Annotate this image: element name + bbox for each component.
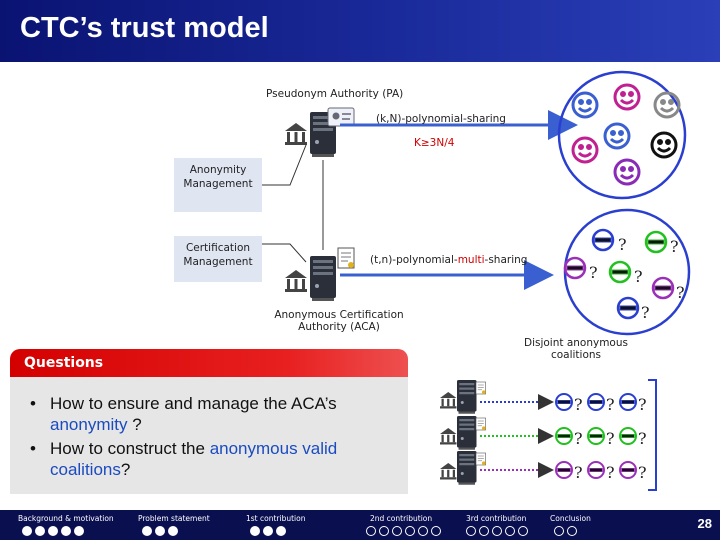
smiley-icon xyxy=(571,83,681,186)
aca-server-icon xyxy=(310,256,336,301)
aca-bank-icon xyxy=(285,270,307,292)
nav-contribution-2[interactable]: 2nd contribution xyxy=(370,514,433,523)
trust-model-diagram: ? ? ? ? ? ? ? ? ? ? ? ? ? xyxy=(262,70,691,491)
svg-text:?: ? xyxy=(670,237,679,256)
pa-condition-label: K≥3N/4 xyxy=(414,137,455,149)
coalition-row: ? ? ? xyxy=(440,416,647,450)
coalition-row: ? ? ? xyxy=(440,451,647,485)
nav-dot[interactable] xyxy=(554,526,564,536)
nav-dot[interactable] xyxy=(61,526,71,536)
nav-dot[interactable] xyxy=(263,526,273,536)
certification-management-box: Certification Management xyxy=(174,236,262,282)
certification-management-label: Certification Management xyxy=(183,242,253,268)
pa-id-card-icon xyxy=(327,107,355,127)
aca-sharing-label: (t,n)-polynomial-multi-sharing xyxy=(370,254,528,266)
nav-dot[interactable] xyxy=(250,526,260,536)
coalition-row: ? ? ? xyxy=(440,380,647,414)
nav-dot[interactable] xyxy=(492,526,502,536)
question-mark-icon: ? ? ? ? ? ? xyxy=(589,235,685,322)
svg-text:?: ? xyxy=(638,463,647,482)
pa-label: Pseudonym Authority (PA) xyxy=(266,88,404,100)
anonymity-connector xyxy=(262,144,307,186)
nav-conclusion[interactable]: Conclusion xyxy=(550,514,591,523)
coalitions-bracket xyxy=(648,379,657,491)
slide-title: CTC’s trust model xyxy=(20,12,269,44)
svg-text:?: ? xyxy=(574,463,583,482)
svg-text:?: ? xyxy=(606,395,615,414)
nav-dot[interactable] xyxy=(518,526,528,536)
svg-text:?: ? xyxy=(606,429,615,448)
questions-header: Questions xyxy=(10,349,408,377)
nav-dot[interactable] xyxy=(22,526,32,536)
nav-dot[interactable] xyxy=(366,526,376,536)
nav-dot[interactable] xyxy=(276,526,286,536)
nav-dot[interactable] xyxy=(379,526,389,536)
nav-problem[interactable]: Problem statement xyxy=(138,514,210,523)
svg-text:?: ? xyxy=(634,267,643,286)
nav-background[interactable]: Background & motivation xyxy=(18,514,114,523)
svg-text:?: ? xyxy=(589,263,598,282)
nav-dot[interactable] xyxy=(48,526,58,536)
pa-sharing-label: (k,N)-polynomial-sharing xyxy=(376,113,506,125)
svg-text:?: ? xyxy=(638,429,647,448)
svg-text:?: ? xyxy=(574,395,583,414)
aca-certificate-icon xyxy=(337,247,355,269)
nav-dots-contribution-1 xyxy=(250,526,286,538)
anonymity-management-label: Anonymity Management xyxy=(183,164,253,190)
nav-dot[interactable] xyxy=(74,526,84,536)
nav-dot[interactable] xyxy=(466,526,476,536)
nav-dot[interactable] xyxy=(431,526,441,536)
nav-dot[interactable] xyxy=(168,526,178,536)
svg-text:?: ? xyxy=(676,283,685,302)
questions-panel: How to ensure and manage the ACA’s anony… xyxy=(10,377,408,494)
nav-dot[interactable] xyxy=(142,526,152,536)
nav-dot[interactable] xyxy=(479,526,489,536)
anonymity-management-box: Anonymity Management xyxy=(174,158,262,212)
question-item: How to ensure and manage the ACA’s anony… xyxy=(28,393,398,435)
svg-text:?: ? xyxy=(574,429,583,448)
nav-dots-conclusion xyxy=(554,526,577,538)
nav-contribution-3[interactable]: 3rd contribution xyxy=(466,514,527,523)
svg-text:?: ? xyxy=(638,395,647,414)
pa-bank-icon xyxy=(285,123,307,145)
svg-text:?: ? xyxy=(618,235,627,254)
question-item: How to construct the anonymous valid coa… xyxy=(28,438,398,480)
nav-dot[interactable] xyxy=(418,526,428,536)
nav-dots-problem xyxy=(142,526,178,538)
nav-dot[interactable] xyxy=(155,526,165,536)
questions-title: Questions xyxy=(24,355,104,371)
coalitions-label: Disjoint anonymous coalitions xyxy=(523,337,628,361)
nav-contribution-1[interactable]: 1st contribution xyxy=(246,514,306,523)
nav-dots-contribution-2 xyxy=(366,526,441,538)
nav-dot[interactable] xyxy=(505,526,515,536)
certification-connector xyxy=(262,243,307,263)
nav-dot[interactable] xyxy=(567,526,577,536)
page-number: 28 xyxy=(697,516,712,531)
footer-navigation: Background & motivation Problem statemen… xyxy=(0,510,720,540)
nav-dot[interactable] xyxy=(35,526,45,536)
svg-text:?: ? xyxy=(606,463,615,482)
nav-dot[interactable] xyxy=(405,526,415,536)
nav-dots-contribution-3 xyxy=(466,526,528,538)
svg-text:?: ? xyxy=(641,303,650,322)
nav-dot[interactable] xyxy=(392,526,402,536)
aca-label: Anonymous Certification Authority (ACA) xyxy=(274,309,404,333)
nav-dots-background xyxy=(22,526,84,538)
title-bar: CTC’s trust model xyxy=(0,0,720,62)
user-group-circle xyxy=(557,70,687,200)
